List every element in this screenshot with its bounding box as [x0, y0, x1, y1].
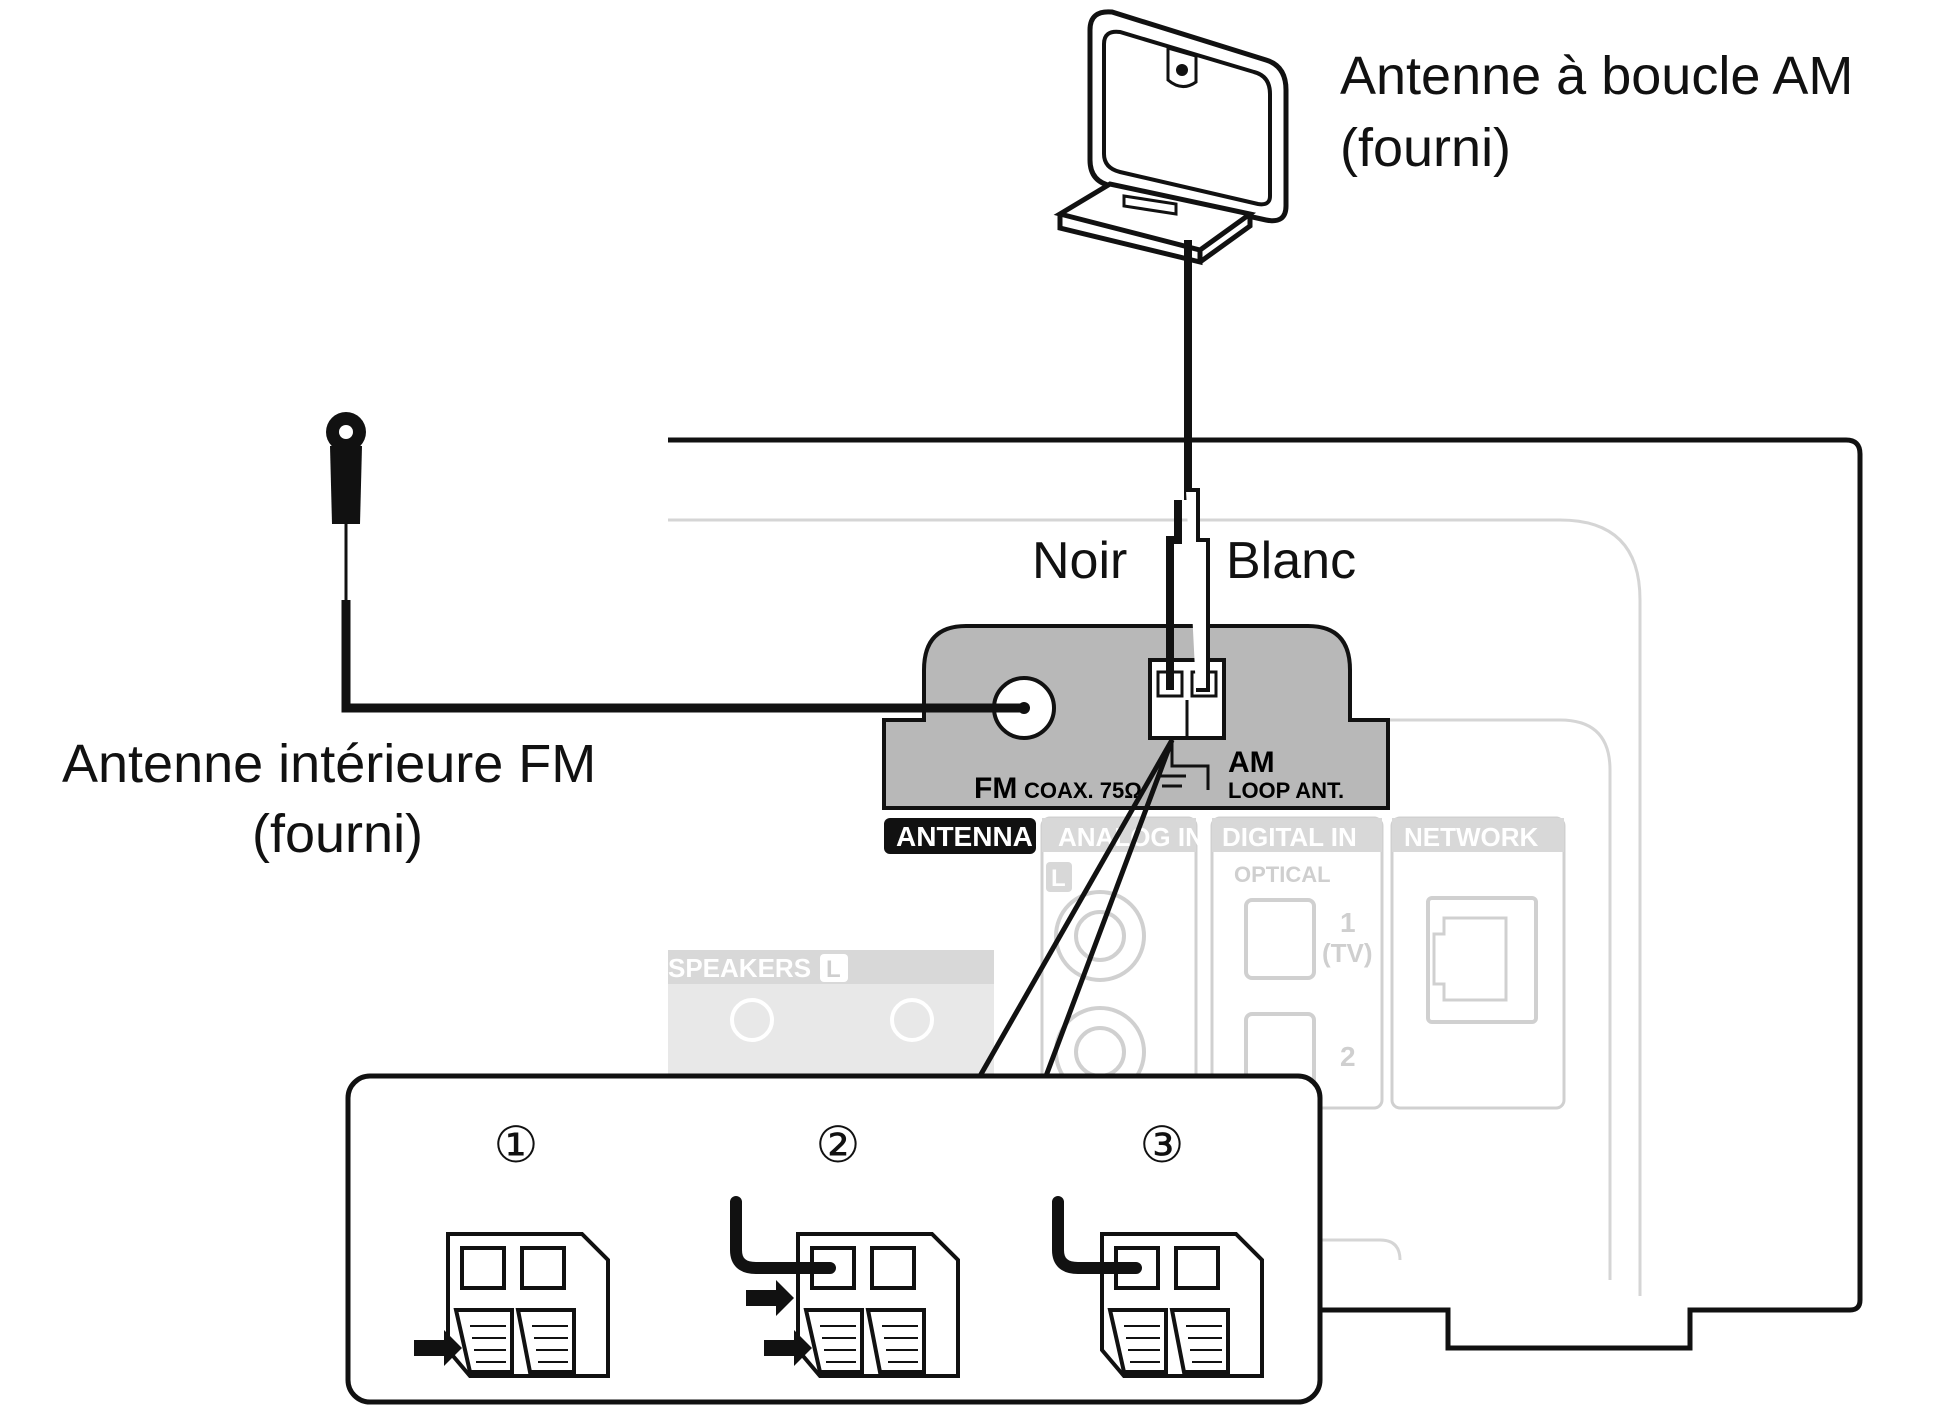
am-loop-antenna-icon [1053, 9, 1289, 266]
optical-tv-label: (TV) [1322, 938, 1373, 968]
step-2-wire [730, 1196, 836, 1274]
am-antenna-supplied: (fourni) [1340, 118, 1511, 178]
step-3-number: ③ [1140, 1117, 1185, 1173]
speakers-l-label: L [826, 956, 841, 983]
analog-in-section: ANALOG IN L [1040, 816, 1204, 1110]
digital-in-section: DIGITAL IN OPTICAL 1 (TV) 2 [1210, 816, 1384, 1110]
speakers-section: SPEAKERS L [668, 950, 994, 1074]
analog-l-label: L [1051, 865, 1066, 892]
callout-lines [977, 738, 1175, 1078]
fm-antenna-title: Antenne intérieure FM [62, 734, 596, 794]
fm-coax-label: COAX. 75Ω [1024, 778, 1142, 803]
am-antenna-title: Antenne à boucle AM [1340, 46, 1853, 106]
optical-label: OPTICAL [1234, 862, 1331, 887]
ethernet-port-icon [1426, 896, 1538, 1024]
steps-inset: ① ② ③ [345, 1073, 1323, 1405]
black-wire-label: Noir [1032, 532, 1127, 590]
optical-port-1 [1244, 898, 1316, 980]
step-1-number: ① [494, 1117, 539, 1173]
antenna-tag-bg [884, 818, 1036, 854]
optical-1-label: 1 [1340, 907, 1356, 938]
am-label: AM [1228, 746, 1275, 779]
network-section: NETWORK [1390, 816, 1566, 1110]
step-3-terminal [1100, 1232, 1264, 1378]
white-wire-label: Blanc [1226, 532, 1356, 590]
push-arrow-icon [414, 1330, 462, 1366]
push-arrow-icon [746, 1280, 794, 1316]
black-wire [1166, 500, 1182, 690]
white-wire [1186, 488, 1210, 692]
am-loop-terminal[interactable] [1148, 658, 1226, 740]
optical-2-label: 2 [1340, 1041, 1356, 1072]
network-label: NETWORK [1404, 822, 1539, 852]
am-antenna-cable [1166, 240, 1210, 692]
step-1-terminal [446, 1232, 610, 1378]
step-2-terminal [796, 1232, 960, 1378]
speakers-label: SPEAKERS [668, 953, 811, 983]
step-2-number: ② [816, 1117, 861, 1173]
antenna-tag: ANTENNA [896, 821, 1033, 852]
push-arrow-icon [764, 1330, 812, 1366]
receiver-body [668, 437, 1863, 1351]
digital-in-label: DIGITAL IN [1222, 822, 1357, 852]
fm-label: FM [974, 772, 1017, 805]
fm-antenna-supplied: (fourni) [252, 804, 423, 864]
fm-indoor-antenna-icon [326, 412, 1024, 713]
step-3-wire [1052, 1196, 1142, 1274]
am-loop-label: LOOP ANT. [1228, 778, 1344, 803]
